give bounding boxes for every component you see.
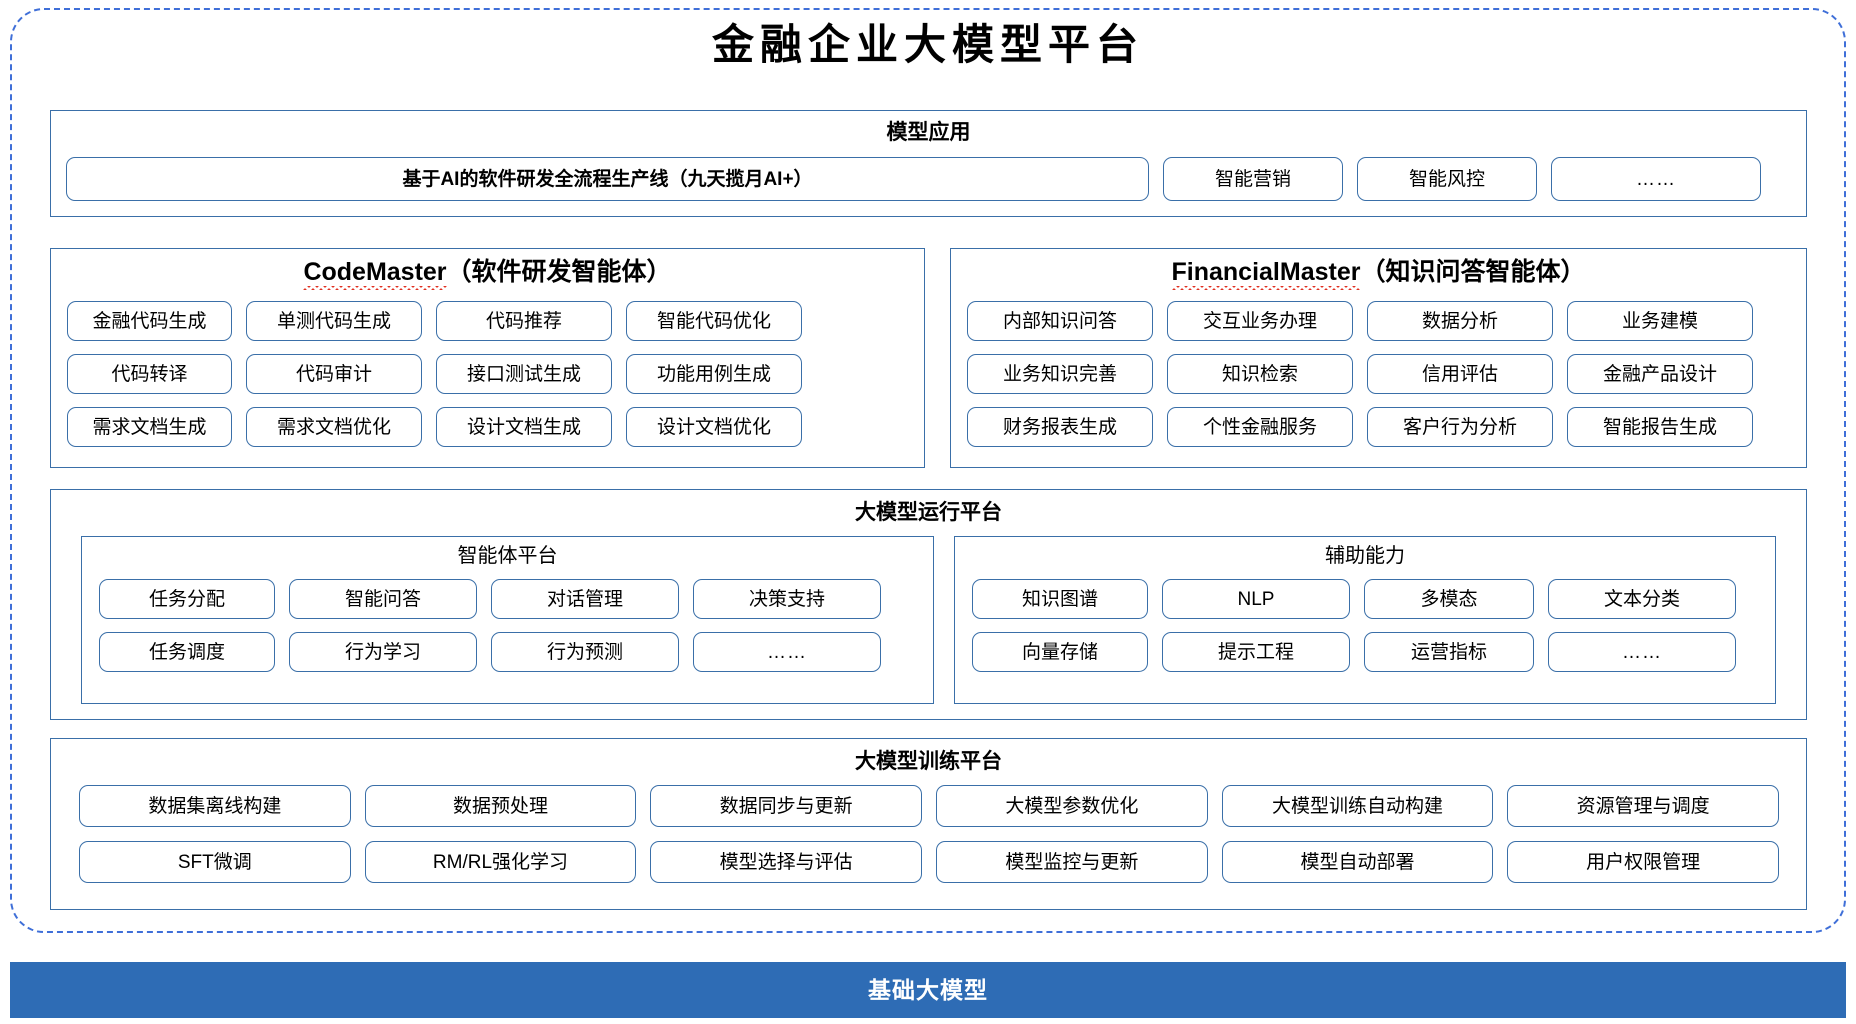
foundation-model-bar: 基础大模型 (10, 962, 1846, 1018)
chip-training-0[interactable]: 数据集离线构建 (79, 785, 351, 827)
subpanel-agent-platform-title: 智能体平台 (457, 545, 558, 567)
chip-ai-software-pipeline[interactable]: 基于AI的软件研发全流程生产线（九天揽月AI+） (66, 157, 1149, 201)
chip-training-7[interactable]: RM/RL强化学习 (364, 841, 637, 883)
chip-training-6[interactable]: SFT微调 (79, 841, 351, 883)
chip-codemaster-1[interactable]: 单测代码生成 (246, 301, 422, 341)
panel-codemaster: CodeMaster（软件研发智能体） 金融代码生成 单测代码生成 代码推荐 智… (50, 248, 925, 468)
chip-financialmaster-1[interactable]: 交互业务办理 (1167, 301, 1353, 341)
chip-agent-1[interactable]: 智能问答 (289, 579, 477, 619)
chip-financialmaster-8[interactable]: 财务报表生成 (967, 407, 1153, 447)
panel-model-application: 模型应用 基于AI的软件研发全流程生产线（九天揽月AI+） 智能营销 智能风控 … (50, 110, 1807, 217)
chip-training-3[interactable]: 大模型参数优化 (935, 785, 1208, 827)
financialmaster-title-en: FinancialMaster (1171, 258, 1361, 290)
panel-codemaster-title: CodeMaster（软件研发智能体） (51, 258, 924, 290)
panel-model-application-title: 模型应用 (886, 121, 971, 144)
chip-financialmaster-2[interactable]: 数据分析 (1367, 301, 1553, 341)
chip-financialmaster-6[interactable]: 信用评估 (1367, 354, 1553, 394)
panel-financialmaster: FinancialMaster（知识问答智能体） 内部知识问答 交互业务办理 数… (950, 248, 1807, 468)
panel-training-platform: 大模型训练平台 数据集离线构建 数据预处理 数据同步与更新 大模型参数优化 大模… (50, 738, 1807, 910)
chip-agent-more[interactable]: …… (693, 632, 881, 672)
chip-codemaster-8[interactable]: 需求文档生成 (67, 407, 232, 447)
model-application-chip-row: 基于AI的软件研发全流程生产线（九天揽月AI+） 智能营销 智能风控 …… (66, 157, 1793, 201)
chip-financialmaster-0[interactable]: 内部知识问答 (967, 301, 1153, 341)
chip-codemaster-2[interactable]: 代码推荐 (436, 301, 612, 341)
panel-runtime-platform-title: 大模型运行平台 (855, 501, 1002, 524)
agent-platform-chip-grid: 任务分配 智能问答 对话管理 决策支持 任务调度 行为学习 行为预测 …… (99, 579, 918, 672)
panel-runtime-platform: 大模型运行平台 智能体平台 任务分配 智能问答 对话管理 决策支持 任务调度 行… (50, 489, 1807, 720)
chip-codemaster-6[interactable]: 接口测试生成 (436, 354, 612, 394)
chip-agent-4[interactable]: 任务调度 (99, 632, 275, 672)
chip-agent-2[interactable]: 对话管理 (491, 579, 679, 619)
training-platform-chip-grid: 数据集离线构建 数据预处理 数据同步与更新 大模型参数优化 大模型训练自动构建 … (79, 785, 1779, 883)
codemaster-title-en: CodeMaster (303, 258, 447, 290)
chip-training-11[interactable]: 用户权限管理 (1507, 841, 1779, 883)
chip-codemaster-5[interactable]: 代码审计 (246, 354, 422, 394)
chip-intelligent-risk-control[interactable]: 智能风控 (1357, 157, 1537, 201)
chip-training-4[interactable]: 大模型训练自动构建 (1221, 785, 1494, 827)
chip-codemaster-9[interactable]: 需求文档优化 (246, 407, 422, 447)
chip-agent-6[interactable]: 行为预测 (491, 632, 679, 672)
chip-codemaster-11[interactable]: 设计文档优化 (626, 407, 802, 447)
chip-training-10[interactable]: 模型自动部署 (1221, 841, 1494, 883)
chip-aux-more[interactable]: …… (1548, 632, 1736, 672)
auxiliary-chip-grid: 知识图谱 NLP 多模态 文本分类 向量存储 提示工程 运营指标 …… (972, 579, 1760, 672)
chip-financialmaster-4[interactable]: 业务知识完善 (967, 354, 1153, 394)
chip-aux-3[interactable]: 文本分类 (1548, 579, 1736, 619)
chip-training-1[interactable]: 数据预处理 (364, 785, 637, 827)
chip-aux-4[interactable]: 向量存储 (972, 632, 1148, 672)
panel-training-platform-title: 大模型训练平台 (855, 750, 1002, 773)
chip-training-5[interactable]: 资源管理与调度 (1507, 785, 1779, 827)
chip-financialmaster-9[interactable]: 个性金融服务 (1167, 407, 1353, 447)
chip-intelligent-marketing[interactable]: 智能营销 (1163, 157, 1343, 201)
chip-model-application-more[interactable]: …… (1551, 157, 1761, 201)
chip-aux-1[interactable]: NLP (1162, 579, 1350, 619)
subpanel-auxiliary-capability: 辅助能力 知识图谱 NLP 多模态 文本分类 向量存储 提示工程 运营指标 …… (954, 536, 1776, 704)
chip-aux-2[interactable]: 多模态 (1364, 579, 1534, 619)
chip-agent-5[interactable]: 行为学习 (289, 632, 477, 672)
chip-training-9[interactable]: 模型监控与更新 (935, 841, 1208, 883)
page-title: 金融企业大模型平台 (711, 20, 1144, 69)
subpanel-auxiliary-capability-title: 辅助能力 (1325, 545, 1405, 567)
chip-training-8[interactable]: 模型选择与评估 (650, 841, 922, 883)
chip-financialmaster-7[interactable]: 金融产品设计 (1567, 354, 1753, 394)
chip-codemaster-7[interactable]: 功能用例生成 (626, 354, 802, 394)
chip-aux-5[interactable]: 提示工程 (1162, 632, 1350, 672)
foundation-model-label: 基础大模型 (868, 976, 988, 1003)
chip-codemaster-3[interactable]: 智能代码优化 (626, 301, 802, 341)
chip-financialmaster-3[interactable]: 业务建模 (1567, 301, 1753, 341)
chip-financialmaster-5[interactable]: 知识检索 (1167, 354, 1353, 394)
chip-agent-0[interactable]: 任务分配 (99, 579, 275, 619)
chip-training-2[interactable]: 数据同步与更新 (650, 785, 922, 827)
chip-codemaster-10[interactable]: 设计文档生成 (436, 407, 612, 447)
chip-codemaster-4[interactable]: 代码转译 (67, 354, 232, 394)
subpanel-agent-platform: 智能体平台 任务分配 智能问答 对话管理 决策支持 任务调度 行为学习 行为预测… (81, 536, 934, 704)
financialmaster-chip-grid: 内部知识问答 交互业务办理 数据分析 业务建模 业务知识完善 知识检索 信用评估… (967, 301, 1790, 447)
codemaster-chip-grid: 金融代码生成 单测代码生成 代码推荐 智能代码优化 代码转译 代码审计 接口测试… (67, 301, 908, 447)
chip-aux-6[interactable]: 运营指标 (1364, 632, 1534, 672)
financialmaster-title-cn: （知识问答智能体） (1360, 258, 1586, 286)
chip-financialmaster-11[interactable]: 智能报告生成 (1567, 407, 1753, 447)
panel-financialmaster-title: FinancialMaster（知识问答智能体） (951, 258, 1806, 290)
codemaster-title-cn: （软件研发智能体） (446, 258, 672, 286)
chip-aux-0[interactable]: 知识图谱 (972, 579, 1148, 619)
chip-agent-3[interactable]: 决策支持 (693, 579, 881, 619)
chip-financialmaster-10[interactable]: 客户行为分析 (1367, 407, 1553, 447)
chip-codemaster-0[interactable]: 金融代码生成 (67, 301, 232, 341)
